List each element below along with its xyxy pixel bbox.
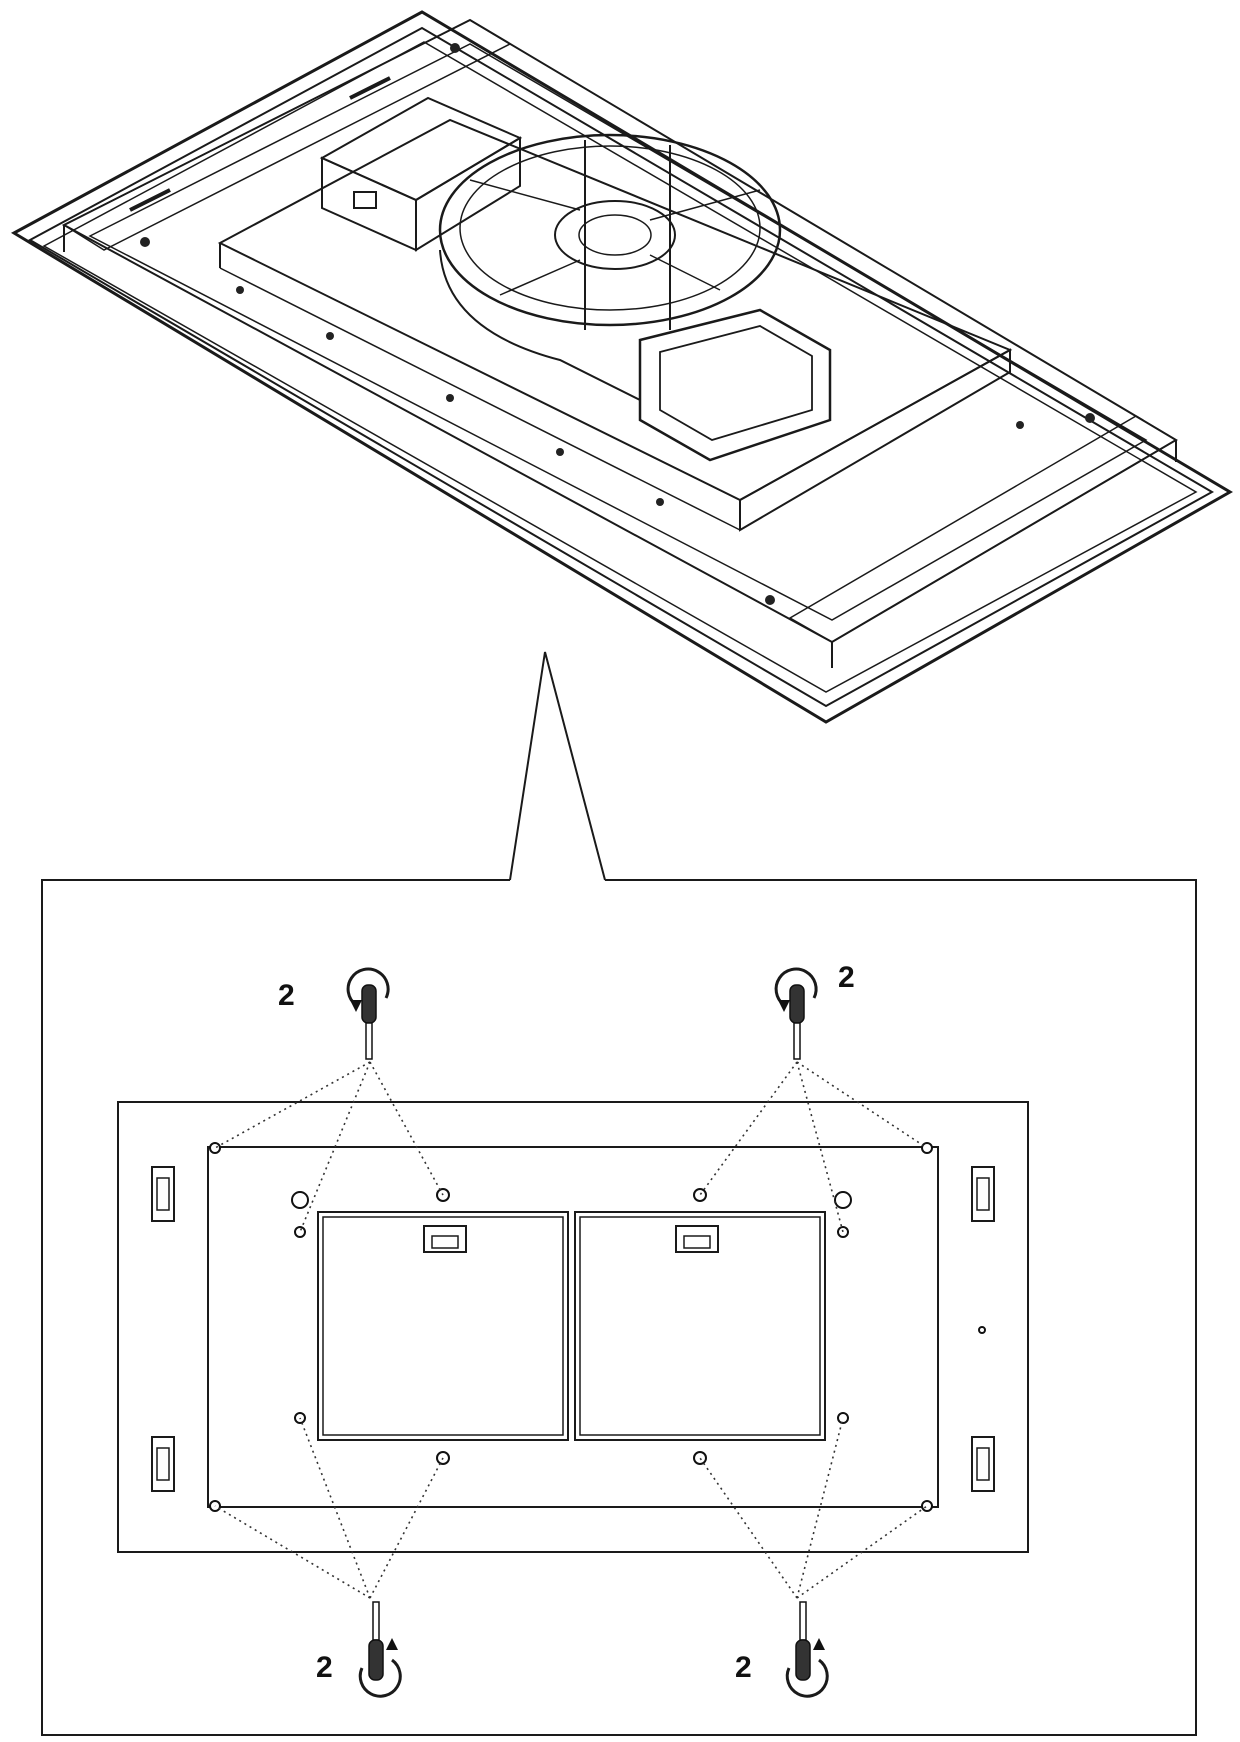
- vent-slots-left: [129, 76, 391, 212]
- leader-lines: [214, 1061, 928, 1599]
- hood-underside: [117, 1101, 1029, 1553]
- left-rail: [62, 19, 512, 251]
- screw-holes: [209, 1142, 986, 1512]
- screwdriver-icon: [368, 1601, 384, 1681]
- screwdriver-bottom-right: [785, 1601, 829, 1698]
- screwdriver-top-left: [346, 967, 390, 1060]
- step-label-bottom-right: 2: [735, 1651, 752, 1684]
- hood-isometric-view: [10, 10, 1233, 724]
- step-label-top-right: 2: [838, 961, 855, 994]
- grease-filter-icon: [317, 1211, 826, 1441]
- blower-fan-icon: [438, 133, 782, 401]
- hood-inner-panel: [207, 1146, 939, 1508]
- hood-body-panel: [61, 18, 1178, 644]
- step-label-bottom-left: 2: [316, 1651, 333, 1684]
- rotation-arrow-icon: [785, 1638, 829, 1698]
- mounting-holes: [140, 43, 1095, 605]
- rotation-arrow-icon: [358, 1638, 402, 1698]
- zoom-pointer: [509, 651, 606, 881]
- rotation-arrow-icon: [774, 967, 818, 1012]
- screwdriver-icon: [789, 984, 805, 1060]
- screwdriver-icon: [795, 1601, 811, 1681]
- detail-view-frame: [41, 879, 1197, 1736]
- rotation-arrow-icon: [346, 967, 390, 1012]
- air-duct-outlet: [638, 308, 832, 462]
- screwdriver-icon: [361, 984, 377, 1060]
- outer-trim-frame: [10, 10, 1233, 724]
- screwdriver-top-right: [774, 967, 818, 1060]
- electrical-box: [319, 96, 523, 252]
- screwdriver-bottom-left: [358, 1601, 402, 1698]
- power-socket-icon: [353, 191, 377, 209]
- right-rail: [788, 415, 1178, 643]
- mounting-brackets: [151, 1166, 995, 1492]
- step-label-top-left: 2: [278, 979, 295, 1012]
